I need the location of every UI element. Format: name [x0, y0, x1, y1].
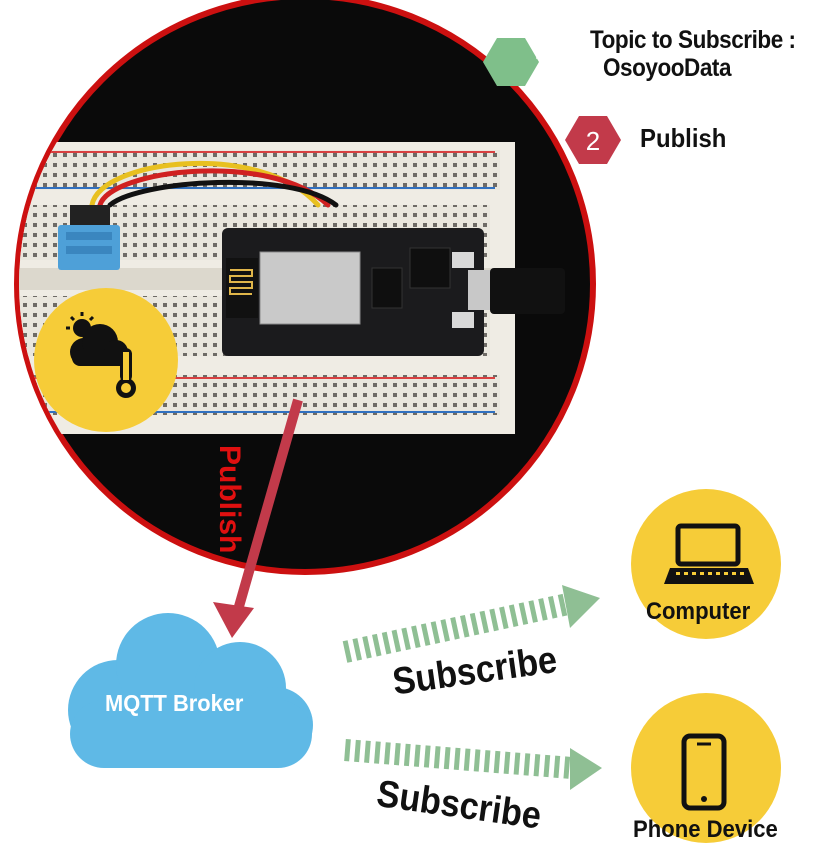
legend-step-1: 1 [483, 38, 548, 86]
legend-step-2: 2 [565, 116, 621, 164]
publish-label-container: Publish [213, 445, 246, 553]
mqtt-broker-cloud [68, 613, 313, 768]
subscribe-arrow-1 [342, 585, 600, 663]
smartphone-icon [681, 733, 727, 811]
computer-label: Computer [646, 598, 751, 625]
phone-device [631, 693, 781, 843]
badge-number-1: 1 [534, 48, 548, 78]
publish-label: Publish [213, 445, 246, 553]
legend-step-2-label: Publish [640, 123, 727, 153]
hexagon-badge-2 [565, 116, 621, 164]
sensor-badge [34, 288, 178, 432]
dht-sensor [58, 205, 120, 270]
weather-thermometer-icon [66, 312, 136, 398]
computer-device [631, 489, 781, 639]
hexagon-badge-1 [483, 38, 539, 86]
legend-step-1-topic: OsoyooData [603, 54, 732, 82]
jumper-wires [89, 160, 339, 208]
breadboard-photo [14, 0, 596, 575]
publish-arrow [213, 398, 303, 638]
subscribe-arrow-2 [344, 739, 602, 790]
phone-device-label: Phone Device [633, 816, 778, 843]
mqtt-broker-label: MQTT Broker [105, 690, 244, 716]
legend-step-1-title: Topic to Subscribe : [590, 26, 796, 54]
badge-number-2: 2 [586, 126, 600, 156]
nodemcu-board [222, 228, 498, 356]
usb-cable [490, 268, 565, 314]
laptop-icon [664, 523, 754, 584]
